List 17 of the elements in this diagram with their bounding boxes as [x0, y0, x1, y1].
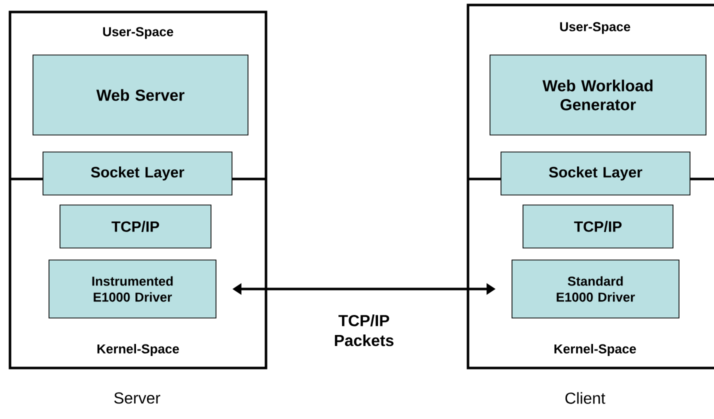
component-box: TCP/IP: [60, 204, 212, 248]
component-box: Instrumented E1000 Driver: [48, 260, 216, 318]
layer-label: Kernel-Space: [97, 344, 179, 356]
host-label: Client: [565, 392, 606, 404]
component-box: Web Workload Generator: [490, 54, 706, 136]
component-box: Standard E1000 Driver: [512, 260, 680, 318]
component-box: Socket Layer: [42, 152, 232, 196]
host-box: [466, 4, 714, 370]
host-label: Server: [114, 392, 160, 404]
host-box: [8, 10, 268, 370]
component-box: Socket Layer: [500, 152, 690, 196]
layer-label: Kernel-Space: [554, 344, 636, 356]
layer-label: User-Space: [103, 27, 174, 39]
component-box: Web Server: [32, 54, 248, 136]
edge-label: TCP/IP Packets: [334, 314, 394, 346]
layer-label: User-Space: [560, 22, 630, 34]
component-box: TCP/IP: [522, 204, 674, 248]
